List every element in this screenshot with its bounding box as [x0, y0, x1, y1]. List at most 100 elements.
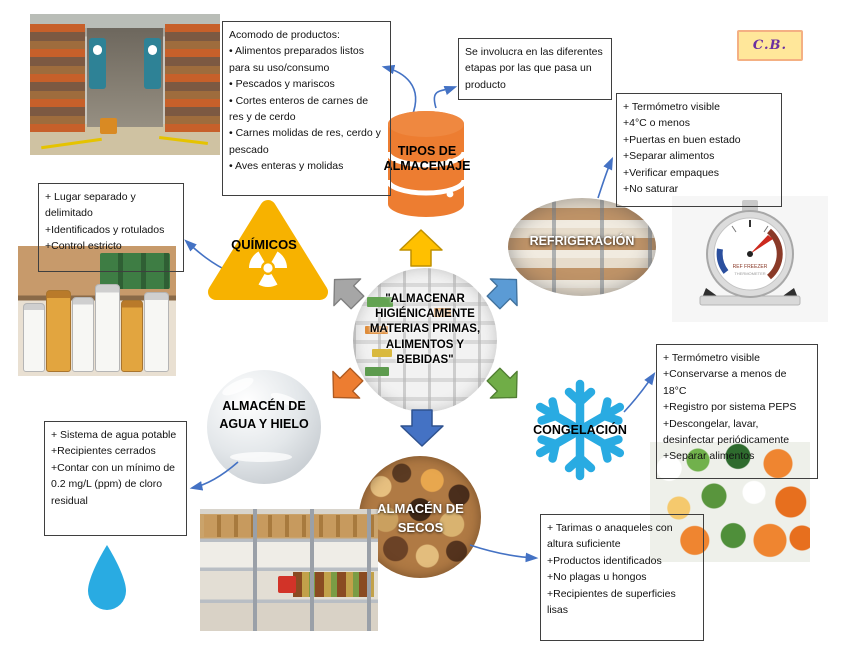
- center-node-label: "ALMACENAR HIGIÉNICAMENTE MATERIAS PRIMA…: [366, 292, 484, 368]
- curved-connectors: [184, 64, 656, 563]
- text-line: +Verificar empaques: [623, 166, 720, 179]
- text-line: +Separar alimentos: [623, 150, 715, 163]
- signature-text: C.B.: [752, 38, 788, 53]
- refrigeracion-items: + Termómetro visible +4°C o menos +Puertas…: [623, 99, 775, 197]
- node-tipos-de-almacenaje: TIPOS DE ALMACENAJE: [368, 144, 486, 174]
- text-line: +Recipientes de superficies lisas: [547, 587, 676, 616]
- radial-block-arrows: [332, 229, 518, 447]
- text-line: + Sistema de agua potable: [51, 429, 177, 441]
- text-line: +4°C o menos: [623, 117, 690, 130]
- textbox-proceso: Se involucra en las diferentes etapas po…: [458, 38, 612, 100]
- text-line: +Control estricto: [45, 240, 122, 253]
- text-line: • Pescados y mariscos: [229, 78, 335, 91]
- text-line: +Puertas en buen estado: [623, 133, 741, 146]
- text-line: • Aves enteras y molidas: [229, 160, 344, 172]
- text-line: +Conservarse a menos de 18°C: [663, 368, 787, 397]
- text-line: + Termómetro visible: [623, 101, 720, 113]
- arrow-lower-right: [486, 367, 518, 399]
- pantry-jars: [203, 515, 375, 538]
- node-almacen-de-agua: ALMACÉN DE AGUA Y HIELO: [214, 398, 314, 433]
- acomodo-title: Acomodo de productos:: [229, 29, 340, 41]
- water-highlight: [229, 452, 293, 463]
- textbox-quimicos-reqs: + Lugar separado y delimitado+Identifica…: [38, 183, 184, 272]
- svg-text:REF FREEZER: REF FREEZER: [733, 264, 768, 270]
- arrow-lower-left: [332, 367, 364, 399]
- pantry-bottles: [292, 572, 375, 597]
- shelf-products: [364, 367, 389, 376]
- arrow-upper-left: [333, 278, 365, 310]
- warehouse-photo: [30, 14, 220, 155]
- text-line: +Descongelar, lavar, desinfectar periódi…: [663, 417, 790, 446]
- bottle: [120, 299, 144, 373]
- arrow-down: [400, 409, 444, 447]
- signature-badge: C.B.: [737, 30, 803, 61]
- bottle: [144, 292, 169, 373]
- chemical-bottles-photo: [18, 246, 176, 376]
- text-line: + Tarimas o anaqueles con altura suficie…: [547, 522, 673, 551]
- node-quimicos: QUÍMICOS: [204, 237, 324, 253]
- agua-label: ALMACÉN DE AGUA Y HIELO: [219, 399, 309, 431]
- thermometer-icon: REF FREEZER THERMOMETER: [699, 200, 801, 306]
- text-line: • Alimentos preparados listos para su us…: [229, 45, 364, 74]
- text-line: +Contar con un mínimo de 0.2 mg/L (ppm) …: [51, 461, 176, 507]
- shelf-post: [367, 509, 372, 631]
- warehouse-banner-left: [88, 37, 106, 89]
- center-shelves-photo: [353, 268, 497, 412]
- text-line: + Lugar separado y delimitado: [45, 191, 136, 220]
- quimicos-label: QUÍMICOS: [231, 237, 297, 252]
- shelf-products: [364, 325, 388, 335]
- text-line: +Registro por sistema PEPS: [663, 401, 797, 414]
- acomodo-items: • Alimentos preparados listos para su us…: [229, 43, 384, 174]
- textbox-secos-reqs: + Tarimas o anaqueles con altura suficie…: [540, 514, 704, 641]
- tipos-label-line1: TIPOS DE: [397, 144, 457, 158]
- bottle: [46, 289, 71, 373]
- bottle: [71, 297, 95, 373]
- secos-items: + Tarimas o anaqueles con altura suficie…: [547, 520, 697, 618]
- node-congelacion: CONGELACIÓN: [510, 423, 650, 438]
- text-line: +No plagas u hongos: [547, 571, 647, 584]
- proceso-text: Se involucra en las diferentes etapas po…: [465, 46, 603, 91]
- secos-label: ALMACÉN DE SECOS: [377, 501, 464, 535]
- warehouse-rack-left: [30, 23, 86, 133]
- text-line: • Carnes molidas de res, cerdo y pescado: [229, 127, 381, 156]
- shelf-products: [371, 348, 392, 358]
- arrow-up: [399, 229, 443, 267]
- forklift: [100, 118, 118, 134]
- textbox-agua-reqs: + Sistema de agua potable +Recipientes ce…: [44, 421, 187, 536]
- pantry-red-item: [278, 576, 297, 594]
- svg-text:THERMOMETER: THERMOMETER: [734, 271, 765, 276]
- shelf-products: [367, 296, 394, 307]
- water-glass-photo: [207, 370, 321, 484]
- water-drop-icon: [88, 545, 126, 610]
- textbox-acomodo-de-productos: Acomodo de productos: • Alimentos prepar…: [222, 21, 391, 196]
- refrigerators-photo: [508, 198, 656, 296]
- shelf-post: [253, 509, 258, 631]
- node-refrigeracion: REFRIGERACIÓN: [505, 234, 659, 249]
- refrigeracion-label: REFRIGERACIÓN: [529, 234, 635, 248]
- center-quote: "ALMACENAR HIGIÉNICAMENTE MATERIAS PRIMA…: [369, 293, 481, 366]
- quimicos-items: + Lugar separado y delimitado+Identifica…: [45, 189, 177, 255]
- text-line: +Separar alimentos: [663, 450, 755, 463]
- text-line: +Recipientes cerrados: [51, 445, 156, 458]
- warehouse-rack-right: [164, 23, 220, 133]
- text-line: + Termómetro visible: [663, 352, 760, 364]
- warehouse-banner-right: [144, 37, 162, 89]
- text-line: +Productos identificados: [547, 554, 662, 567]
- snowflake-icon: [535, 379, 625, 481]
- radiation-warning-icon: [208, 200, 328, 300]
- green-boxes: [100, 252, 170, 289]
- shelf-products: [433, 308, 451, 317]
- textbox-refrigeracion-reqs: + Termómetro visible +4°C o menos +Puertas…: [616, 93, 782, 207]
- bottle: [22, 302, 46, 373]
- text-line: • Cortes enteros de carnes de res y de c…: [229, 94, 369, 123]
- dried-foods-photo: [359, 456, 481, 578]
- congelacion-label: CONGELACIÓN: [533, 423, 627, 437]
- bottle: [95, 284, 120, 373]
- pantry-shelves-photo: [200, 509, 378, 631]
- node-almacen-de-secos: ALMACÉN DE SECOS: [368, 500, 473, 538]
- database-cylinder-icon: [385, 111, 467, 217]
- shelf-post: [310, 509, 315, 631]
- textbox-congelacion-reqs: + Termómetro visible +Conservarse a menos…: [656, 344, 818, 479]
